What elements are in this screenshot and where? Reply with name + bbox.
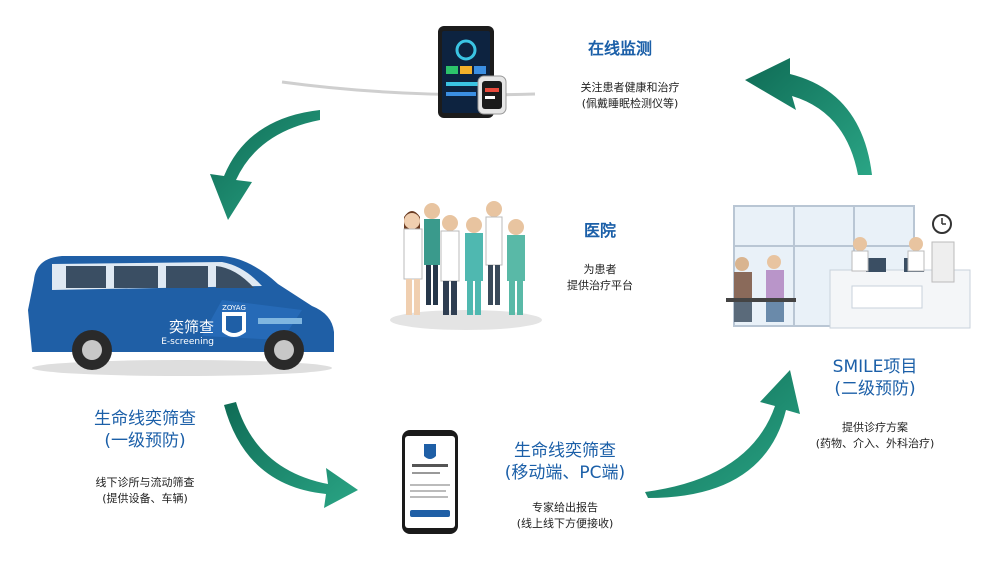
van-logo-cn: 奕筛查 bbox=[169, 318, 214, 336]
doctor-front-3 bbox=[465, 217, 483, 315]
smile-desc-1: 提供诊疗方案 bbox=[842, 421, 908, 434]
hospital-title: 医院 bbox=[583, 221, 616, 240]
mobile-title-2: (移动端、PC端) bbox=[504, 463, 626, 483]
arrow-monitor-to-van bbox=[210, 110, 320, 220]
smile-desc-2: (药物、介入、外科治疗) bbox=[815, 437, 935, 450]
arrow-van-to-mobile bbox=[224, 402, 358, 508]
screening-title-2: (一级预防) bbox=[104, 431, 186, 451]
monitor-desc-2: (佩戴睡眠检测仪等) bbox=[581, 97, 679, 110]
patient-young bbox=[767, 255, 781, 269]
arrow-mobile-to-smile bbox=[645, 370, 800, 498]
patient-elderly bbox=[735, 257, 749, 271]
hospital-desc-2: 提供治疗平台 bbox=[567, 279, 633, 292]
mobile-desc-1: 专家给出报告 bbox=[532, 501, 598, 514]
smartphone-illustration bbox=[402, 430, 458, 534]
screening-desc-1: 线下诊所与流动筛查 bbox=[95, 476, 195, 489]
doctor-front-2 bbox=[440, 215, 460, 315]
screening-van-illustration: 奕筛查 E-screening ZOYAG bbox=[28, 256, 334, 376]
smile-title-1: SMILE项目 bbox=[832, 357, 918, 377]
hospital-desc-1: 为患者 bbox=[583, 263, 617, 276]
doctor-front-1 bbox=[403, 211, 423, 315]
sleep-monitor-illustration bbox=[281, 26, 536, 118]
doctor-back-1 bbox=[424, 203, 440, 305]
clinic-reception-illustration bbox=[726, 205, 971, 329]
van-brand: ZOYAG bbox=[222, 304, 246, 312]
screening-title-1: 生命线奕筛查 bbox=[94, 409, 196, 429]
doctor-back-2 bbox=[485, 201, 503, 305]
medical-staff-illustration bbox=[390, 201, 542, 330]
van-logo-en: E-screening bbox=[161, 337, 214, 347]
smile-title-2: (二级预防) bbox=[834, 379, 916, 399]
mobile-title-1: 生命线奕筛查 bbox=[514, 441, 616, 461]
mobile-desc-2: (线上线下方便接收) bbox=[516, 517, 614, 530]
doctor-front-4 bbox=[507, 219, 525, 315]
arrow-smile-to-monitor bbox=[745, 58, 872, 175]
screening-desc-2: (提供设备、车辆) bbox=[102, 492, 188, 505]
monitor-title: 在线监测 bbox=[587, 39, 652, 58]
monitor-desc-1: 关注患者健康和治疗 bbox=[580, 81, 680, 94]
